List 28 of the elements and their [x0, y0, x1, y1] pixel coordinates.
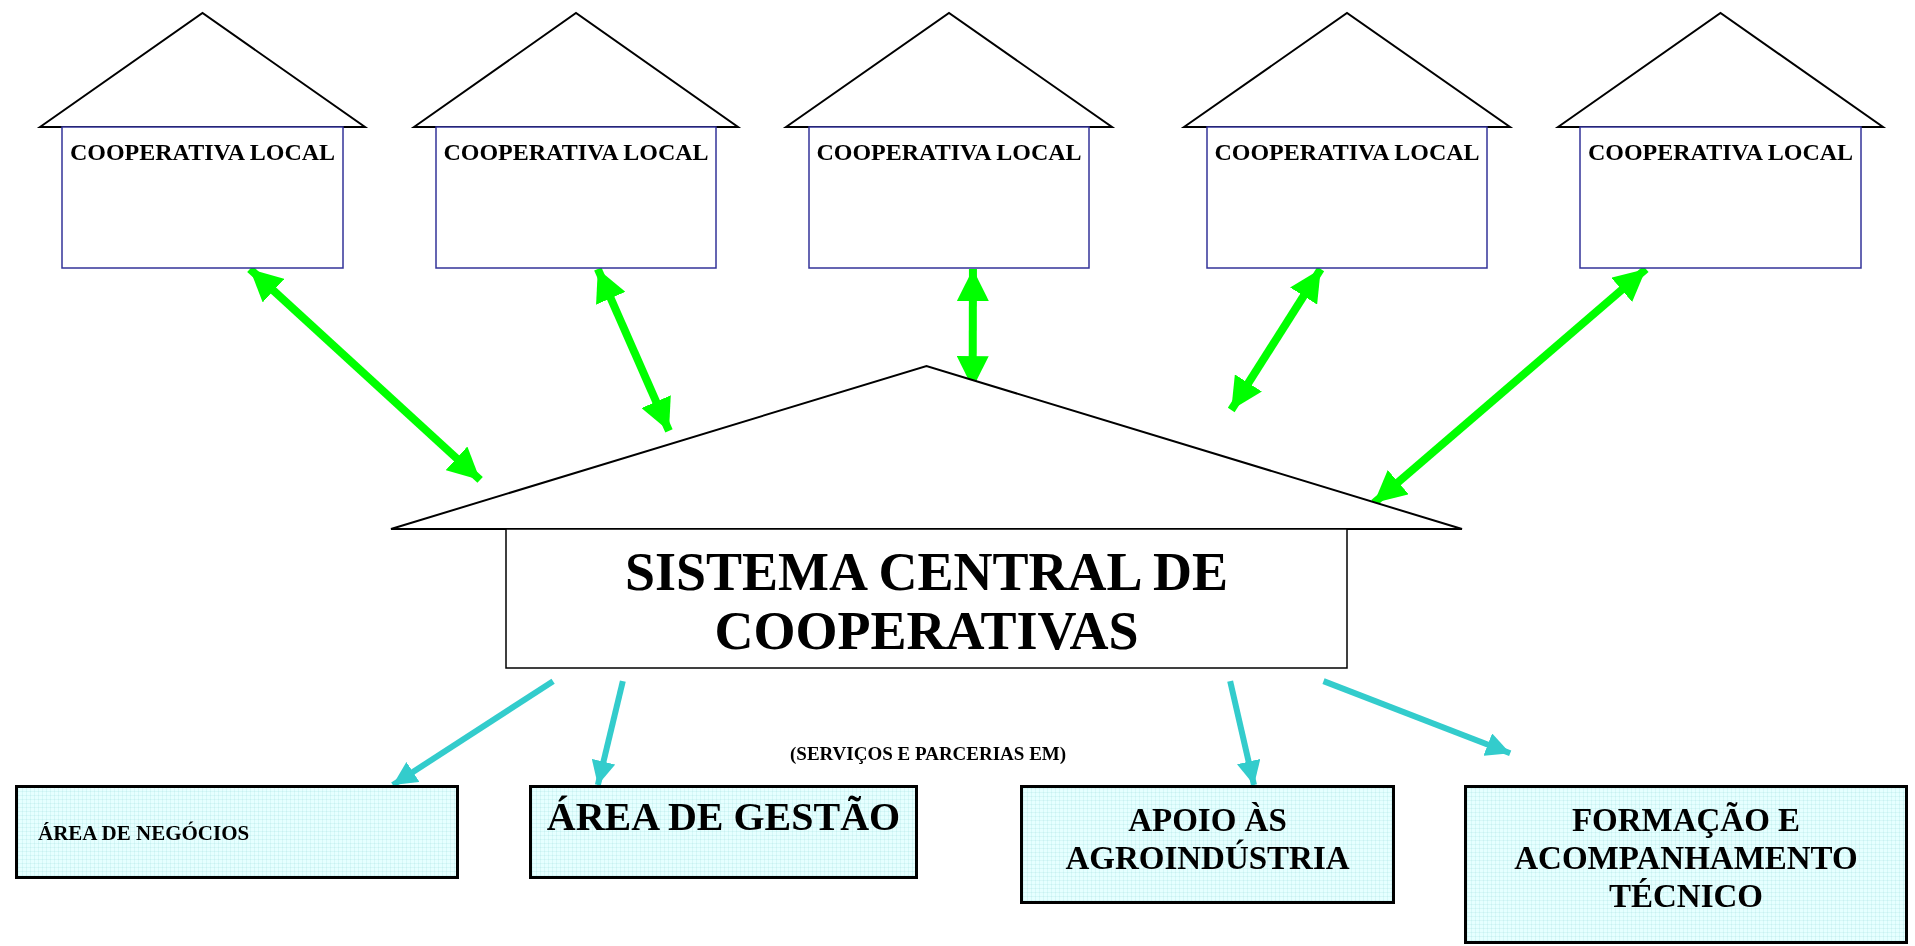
service-area-label: APOIO ÀS AGROINDÚSTRIA	[1064, 802, 1351, 878]
double-arrow	[1227, 266, 1325, 413]
service-box	[1020, 785, 1395, 904]
arrow	[1322, 678, 1512, 756]
house-shape	[39, 12, 366, 269]
service-area-label: ÁREA DE GESTÃO	[546, 794, 901, 840]
service-area-label: FORMAÇÃO E ACOMPANHAMENTO TÉCNICO	[1513, 802, 1859, 916]
cooperative-label: COOPERATIVA LOCAL	[815, 139, 1083, 167]
cooperative-label: COOPERATIVA LOCAL	[68, 139, 337, 167]
cooperative-label: COOPERATIVA LOCAL	[1586, 139, 1855, 167]
arrow	[391, 678, 555, 788]
service-box	[529, 785, 918, 879]
double-arrow	[247, 266, 483, 483]
arrow	[591, 680, 626, 786]
service-box	[1464, 785, 1908, 944]
double-arrow	[594, 267, 673, 433]
cooperative-label: COOPERATIVA LOCAL	[442, 139, 710, 167]
house-shape	[413, 12, 739, 269]
central-house-shape	[390, 365, 1463, 669]
central-system-title: SISTEMA CENTRAL DE COOPERATIVAS	[623, 543, 1230, 662]
service-area-label: ÁREA DE NEGÓCIOS	[38, 821, 250, 846]
note-text: (SERVIÇOS E PARCERIAS EM)	[790, 743, 1067, 765]
house-shape	[1557, 12, 1884, 269]
house-shape	[1183, 12, 1511, 269]
house-shape	[785, 12, 1113, 269]
service-box	[15, 785, 459, 879]
arrow	[1227, 680, 1261, 786]
cooperative-label: COOPERATIVA LOCAL	[1213, 139, 1481, 167]
